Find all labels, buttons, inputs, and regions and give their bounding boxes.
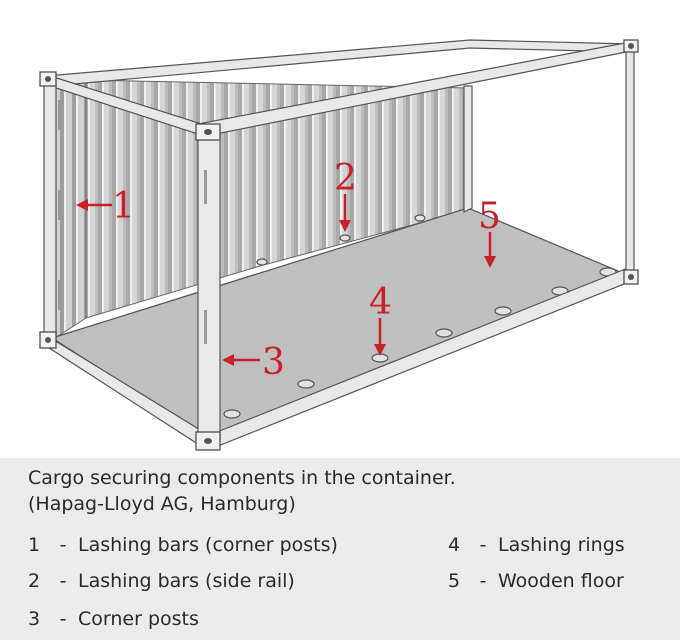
label-1: 1 <box>112 186 135 227</box>
legend-item-1: 1-Lashing bars (corner posts) <box>28 534 338 556</box>
lashing-ring <box>414 214 426 222</box>
legend-separator: - <box>59 608 67 630</box>
legend-text: Corner posts <box>78 608 199 630</box>
label-2: 2 <box>334 158 357 199</box>
caption-panel <box>0 458 680 640</box>
caption-title: Cargo securing components in the contain… <box>28 467 456 489</box>
end-wall <box>51 79 87 341</box>
lashing-ring <box>297 379 315 389</box>
lashing-ring <box>435 328 453 338</box>
label-4: 4 <box>369 282 392 323</box>
legend-item-2: 2-Lashing bars (side rail) <box>28 570 295 592</box>
container-diagram: 1 2 3 4 5 <box>39 39 639 451</box>
legend-number: 4 <box>448 534 461 556</box>
caption-source: (Hapag-Lloyd AG, Hamburg) <box>28 493 296 515</box>
legend-number: 1 <box>28 534 41 556</box>
casting-holes <box>45 43 634 444</box>
lashing-ring <box>494 306 512 316</box>
label-3: 3 <box>262 342 285 383</box>
legend-separator: - <box>479 570 487 592</box>
legend-separator: - <box>479 534 487 556</box>
legend-text: Wooden floor <box>498 570 624 592</box>
legend-separator: - <box>59 534 67 556</box>
label-5: 5 <box>478 196 501 237</box>
container-frame <box>42 39 638 451</box>
corner-post-right <box>625 45 635 283</box>
legend-number: 3 <box>28 608 41 630</box>
legend-separator: - <box>59 570 67 592</box>
legend-item-3: 3-Corner posts <box>28 608 199 630</box>
corner-post-front <box>197 127 221 447</box>
legend-item-4: 4-Lashing rings <box>448 534 625 556</box>
corner-post-back <box>43 77 57 347</box>
legend-number: 5 <box>448 570 461 592</box>
legend-text: Lashing bars (corner posts) <box>78 534 338 556</box>
legend-text: Lashing rings <box>498 534 625 556</box>
legend-text: Lashing bars (side rail) <box>78 570 295 592</box>
legend-number: 2 <box>28 570 41 592</box>
lashing-rings <box>223 214 617 419</box>
lashing-ring <box>223 409 241 419</box>
lashing-ring <box>256 258 268 266</box>
lashing-ring <box>339 234 351 242</box>
legend-item-5: 5-Wooden floor <box>448 570 624 592</box>
lashing-bars <box>58 100 207 344</box>
label-arrows <box>76 194 496 366</box>
corner-post-inner <box>463 85 473 213</box>
